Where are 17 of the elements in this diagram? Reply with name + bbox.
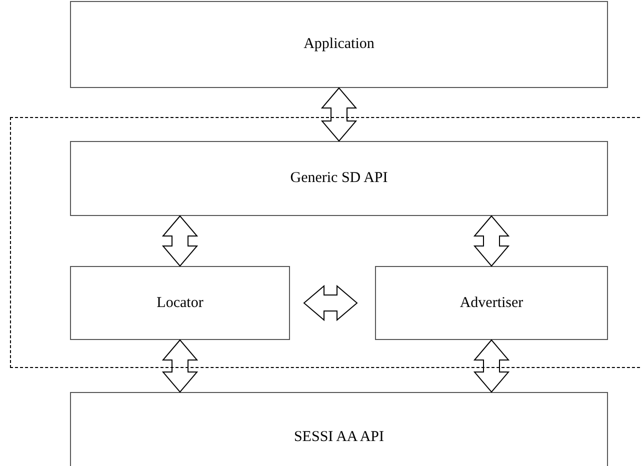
double-block-arrow xyxy=(320,87,358,142)
box-label: Generic SD API xyxy=(290,169,388,188)
component-box xyxy=(70,266,290,340)
box-label: SESSI AA API xyxy=(294,428,384,447)
dashed-group-boundary xyxy=(10,117,642,368)
component-box xyxy=(70,392,608,466)
double-block-arrow xyxy=(473,339,510,393)
component-box xyxy=(70,141,608,216)
box-label: Locator xyxy=(156,294,204,313)
box-label: Advertiser xyxy=(460,294,524,313)
box-label: Application xyxy=(304,35,374,54)
double-block-arrow xyxy=(162,215,198,267)
component-box xyxy=(375,266,608,340)
double-block-arrow xyxy=(473,215,510,267)
double-block-arrow xyxy=(303,284,358,322)
double-block-arrow xyxy=(162,339,198,393)
component-box xyxy=(70,1,608,88)
